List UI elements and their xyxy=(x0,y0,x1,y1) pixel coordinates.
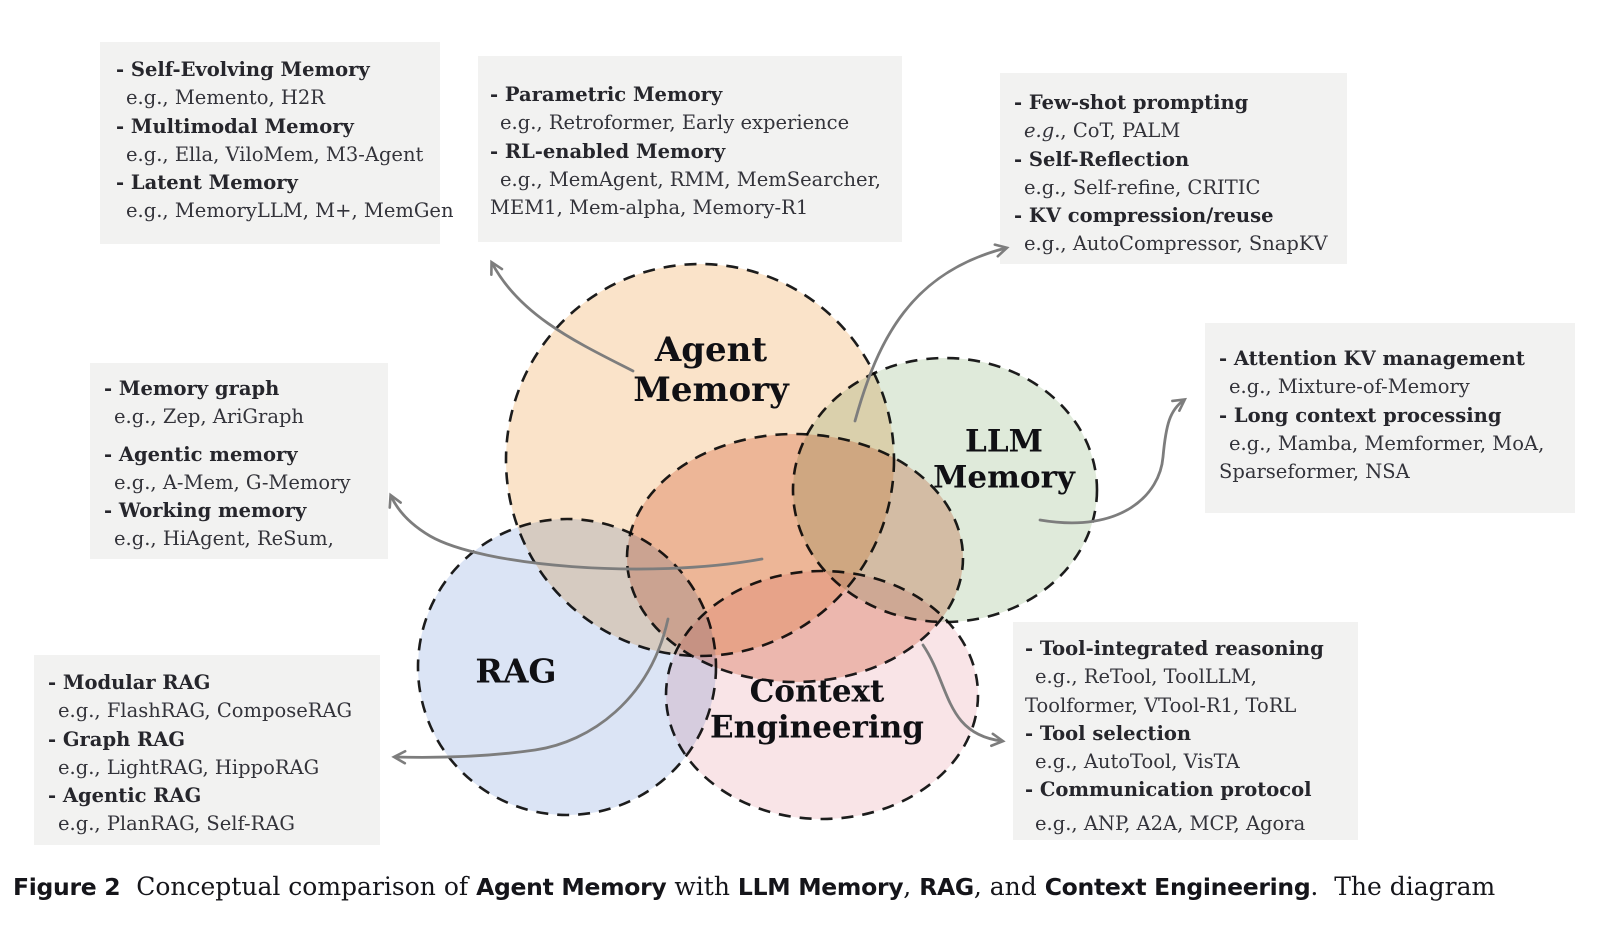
box-agent-memory-types-left: - Self-Evolving Memory e.g., Memento, H2… xyxy=(100,42,454,244)
eg-multimodal-memory: e.g., Ella, ViloMem, M3-Agent xyxy=(126,142,424,166)
eg-rest: , CoT, PALM xyxy=(1060,119,1181,143)
term-parametric-memory: - Parametric Memory xyxy=(490,83,723,106)
eg-few-shot-prompting: e.g., CoT, PALM xyxy=(1014,117,1333,145)
term-communication-protocol: - Communication protocol xyxy=(1025,778,1312,802)
box-llm-memory-context: - Attention KV management e.g., Mixture-… xyxy=(1205,323,1575,513)
figure-caption: Figure 2 Conceptual comparison of Agent … xyxy=(13,872,1603,901)
box-agent-memory-types-right: - Parametric Memory e.g., Retroformer, E… xyxy=(478,56,902,242)
eg-tool-selection: e.g., AutoTool, VisTA xyxy=(1035,750,1240,774)
eg-agentic-memory: e.g., A-Mem, G-Memory xyxy=(114,470,351,494)
eg-memory-graph: e.g., Zep, AriGraph xyxy=(114,405,304,429)
term-rl-enabled-memory: - RL-enabled Memory xyxy=(490,139,726,163)
eg-latent-memory: e.g., MemoryLLM, M+, MemGen xyxy=(126,199,454,223)
eg-long-context-processing: e.g., Mamba, Memformer, MoA, Sparseforme… xyxy=(1219,431,1545,484)
term-graph-rag: - Graph RAG xyxy=(48,727,186,751)
term-working-memory: - Working memory xyxy=(104,499,307,523)
term-modular-rag: - Modular RAG xyxy=(48,671,211,694)
term-self-evolving-memory: - Self-Evolving Memory xyxy=(116,58,370,81)
caption-text-2: with xyxy=(666,872,738,901)
llm-memory-label: LLM Memory xyxy=(933,424,1075,497)
term-kv-compression: - KV compression/reuse xyxy=(1014,204,1274,228)
llm-memory-label-line1: LLM xyxy=(965,423,1043,460)
rag-label-line1: RAG xyxy=(475,651,557,691)
eg-self-evolving-memory: e.g., Memento, H2R xyxy=(126,86,325,110)
caption-text-5: . The diagram xyxy=(1310,872,1496,901)
caption-figure-number: Figure 2 xyxy=(13,873,121,901)
box-llm-memory-prompting: - Few-shot prompting e.g., CoT, PALM - S… xyxy=(1000,73,1347,264)
eg-parametric-memory: e.g., Retroformer, Early experience xyxy=(500,111,850,135)
term-agentic-rag: - Agentic RAG xyxy=(48,784,202,808)
context-engineering-label-line1: Context xyxy=(749,673,885,710)
eg-modular-rag: e.g., FlashRAG, ComposeRAG xyxy=(58,699,353,723)
caption-context-engineering: Context Engineering xyxy=(1044,873,1311,901)
term-attention-kv-management: - Attention KV management xyxy=(1219,347,1525,370)
caption-text-1: Conceptual comparison of xyxy=(120,872,477,901)
eg-graph-rag: e.g., LightRAG, HippoRAG xyxy=(58,755,320,779)
caption-llm-memory: LLM Memory xyxy=(737,873,904,901)
box-agent-memory-structures: - Memory graph e.g., Zep, AriGraph - Age… xyxy=(90,363,388,559)
eg-rl-enabled-memory: e.g., MemAgent, RMM, MemSearcher, MEM1, … xyxy=(490,167,881,220)
eg-tool-integrated-reasoning: e.g., ReTool, ToolLLM, Toolformer, VTool… xyxy=(1025,665,1297,717)
agent-memory-label-line2: Memory xyxy=(633,370,789,410)
box-context-engineering-tools: - Tool-integrated reasoning e.g., ReTool… xyxy=(1013,622,1358,840)
caption-rag: RAG xyxy=(919,873,974,901)
llm-memory-label-line2: Memory xyxy=(933,460,1075,496)
rag-label: RAG xyxy=(475,651,557,692)
box-rag-types: - Modular RAG e.g., FlashRAG, ComposeRAG… xyxy=(34,655,380,845)
context-engineering-label-line2: Engineering xyxy=(710,710,924,746)
term-few-shot-prompting: - Few-shot prompting xyxy=(1014,91,1249,114)
eg-kv-compression: e.g., AutoCompressor, SnapKV xyxy=(1024,232,1328,256)
term-multimodal-memory: - Multimodal Memory xyxy=(116,114,354,138)
term-long-context-processing: - Long context processing xyxy=(1219,403,1502,427)
term-self-reflection: - Self-Reflection xyxy=(1014,147,1190,171)
context-engineering-label: Context Engineering xyxy=(710,674,924,747)
caption-text-4: , and xyxy=(973,872,1045,901)
caption-agent-memory: Agent Memory xyxy=(476,873,667,901)
caption-text-3: , xyxy=(903,872,920,901)
eg-italic-prefix: e.g. xyxy=(1024,119,1061,143)
eg-communication-protocol: e.g., ANP, A2A, MCP, Agora xyxy=(1035,811,1306,835)
term-memory-graph: - Memory graph xyxy=(104,377,280,400)
term-tool-selection: - Tool selection xyxy=(1025,721,1192,745)
agent-memory-label: Agent Memory xyxy=(633,330,789,411)
term-agentic-memory: - Agentic memory xyxy=(104,442,298,466)
eg-agentic-rag: e.g., PlanRAG, Self-RAG xyxy=(58,812,295,836)
term-tool-integrated-reasoning: - Tool-integrated reasoning xyxy=(1025,637,1324,660)
eg-self-reflection: e.g., Self-refine, CRITIC xyxy=(1024,175,1261,199)
term-latent-memory: - Latent Memory xyxy=(116,171,298,195)
agent-memory-label-line1: Agent xyxy=(654,330,768,371)
eg-attention-kv-management: e.g., Mixture-of-Memory xyxy=(1229,375,1470,399)
eg-working-memory: e.g., HiAgent, ReSum, xyxy=(114,527,334,551)
